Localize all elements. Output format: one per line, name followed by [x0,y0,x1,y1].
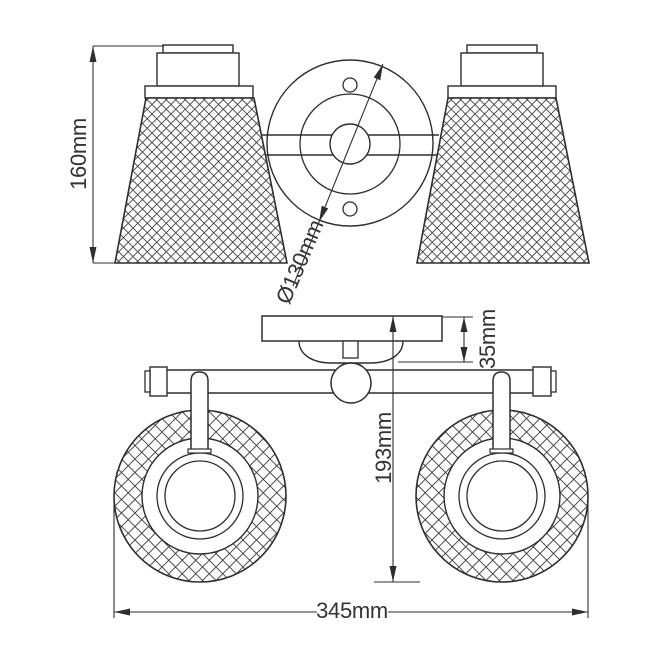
arrow-upper-right [373,64,383,81]
arrow-down [389,566,397,582]
arrow-up [460,317,468,332]
screw-hole-top [342,77,358,93]
arrow-up [89,46,97,62]
wall-plate-front [266,59,434,227]
shade-arms [187,371,514,454]
plan-bar [144,366,557,397]
left-mesh-shade [114,97,288,264]
arrow-up [389,316,397,332]
dimension-depth-35 [398,316,473,363]
left-shade-front [114,44,288,264]
mounting-nipple [342,340,359,359]
arrow-left [114,608,130,616]
dimension-plate-diameter-130 [292,63,384,287]
right-arm-cap [489,448,514,454]
bar-end-cap-right [532,366,552,397]
dim-label-plate-depth: 35mm [475,309,500,369]
right-arm [492,371,511,451]
plan-view [113,315,589,618]
screw-hole-bottom [342,201,358,217]
bar-end-cap-left [149,366,168,397]
bar-end-tip-left [144,370,151,393]
bar-end-tip-right [550,370,557,393]
arrow-down [460,347,468,362]
dim-label-overall-width: 345mm [316,598,388,623]
dimension-height-160 [89,45,164,264]
right-mesh-shade [416,97,590,264]
dim-label-projection: 193mm [371,412,396,484]
wall-plate-plan [261,315,443,364]
right-shade-front [416,44,590,264]
arrow-lower-left [319,205,329,222]
arrow-right [572,608,588,616]
left-arm [190,371,209,451]
ball-joint [330,362,372,404]
dimension-projection-193 [374,316,420,583]
dim-label-height: 160mm [66,118,91,190]
dimension-width-345 [113,500,589,618]
right-shade-plan [415,409,589,583]
front-view [89,44,590,287]
left-arm-cap [187,448,212,454]
arrow-down [89,247,97,263]
